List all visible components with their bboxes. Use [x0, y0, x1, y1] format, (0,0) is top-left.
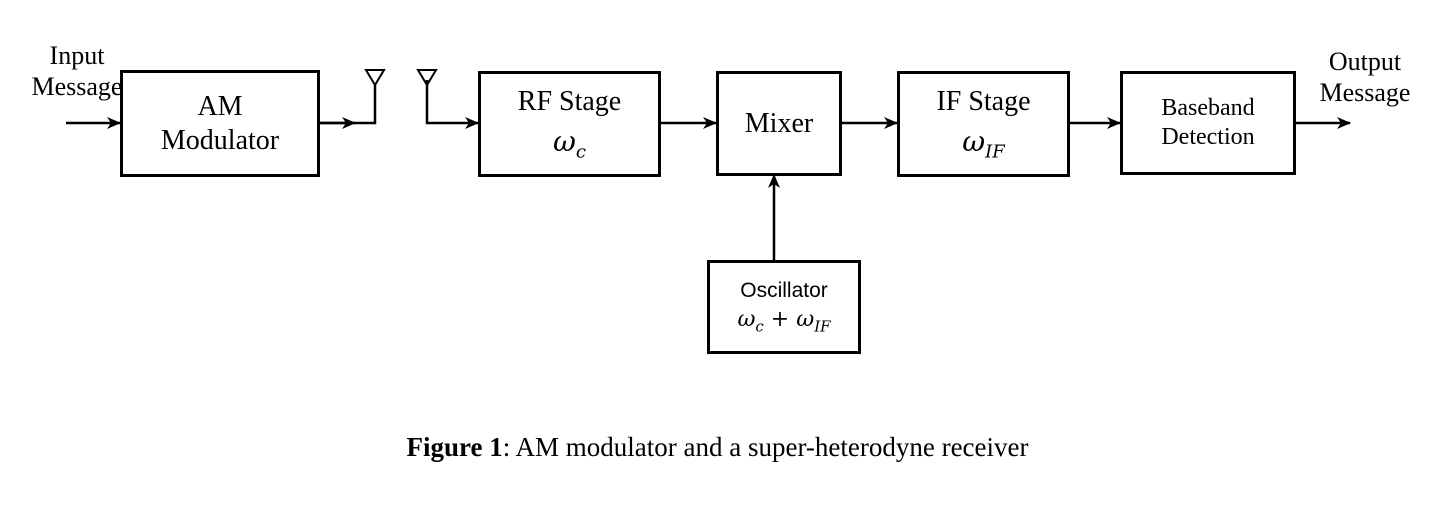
if-stage-block: IF Stage ωIF — [897, 71, 1070, 177]
rf-subscript: c — [575, 141, 586, 163]
if-stage-frequency: ωIF — [962, 125, 1004, 163]
osc-omega-if: ω — [796, 307, 815, 333]
receive-wire — [425, 80, 479, 129]
rf-omega: ω — [553, 124, 576, 158]
oscillator-title: Oscillator — [740, 279, 828, 303]
output-label-line2: Message — [1319, 78, 1411, 108]
am-modulator-line2: Modulator — [160, 124, 280, 156]
am-modulator-block: AM Modulator — [120, 70, 320, 177]
osc-plus: + — [763, 307, 797, 333]
output-message-label: Output Message — [1300, 46, 1430, 108]
rf-stage-frequency: ωc — [553, 125, 586, 163]
caption-text: : AM modulator and a super-heterodyne re… — [502, 432, 1029, 462]
input-message-label: Input Message — [12, 40, 142, 102]
osc-omega-c: ω — [737, 307, 756, 333]
figure-caption: Figure 1: AM modulator and a super-heter… — [0, 432, 1435, 463]
rf-stage-title: RF Stage — [517, 86, 622, 118]
output-label-line1: Output — [1328, 47, 1402, 76]
if-subscript: IF — [985, 141, 1005, 163]
osc-sub-if: IF — [814, 317, 831, 336]
baseband-detection-block: Baseband Detection — [1120, 71, 1296, 175]
rf-stage-block: RF Stage ωc — [478, 71, 661, 177]
osc-sub-c: c — [755, 317, 764, 336]
receive-antenna-icon — [416, 69, 438, 87]
transmit-antenna-icon — [364, 69, 386, 87]
mixer-title: Mixer — [744, 107, 814, 139]
am-modulator-line1: AM — [197, 90, 243, 122]
mixer-block: Mixer — [716, 71, 842, 176]
if-omega: ω — [962, 124, 986, 158]
input-label-line1: Input — [49, 41, 105, 70]
oscillator-block: Oscillator ωc + ωIF — [707, 260, 861, 354]
if-stage-title: IF Stage — [936, 86, 1031, 118]
baseband-line1: Baseband — [1161, 95, 1255, 122]
input-label-line2: Message — [31, 72, 123, 102]
caption-figure-number: Figure 1 — [406, 432, 503, 462]
transmit-wire — [320, 80, 377, 125]
baseband-line2: Detection — [1161, 124, 1255, 150]
oscillator-frequency: ωc + ωIF — [737, 307, 830, 335]
